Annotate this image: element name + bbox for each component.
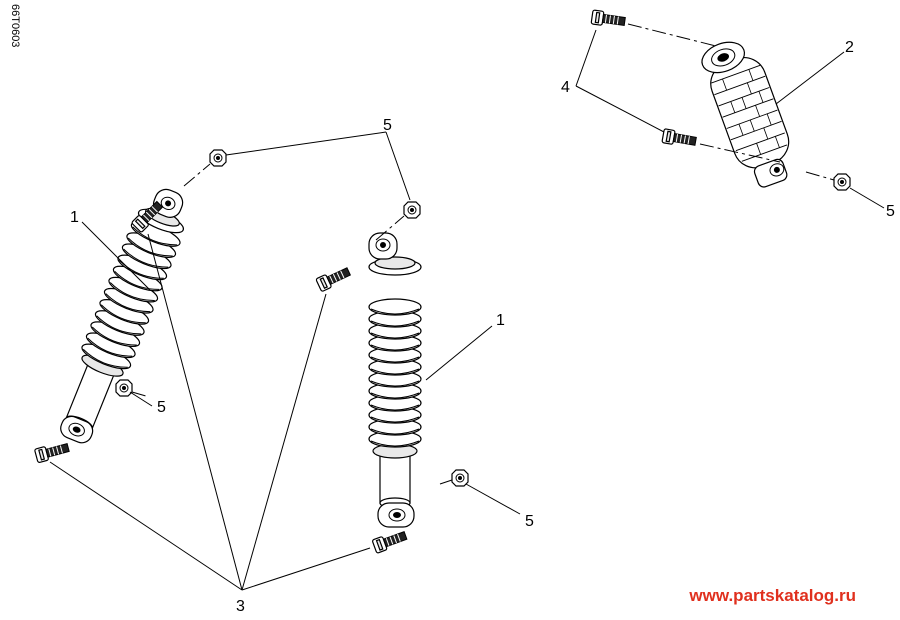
right-coil-shock-absorber (368, 232, 422, 528)
callout-1-middle: 1 (496, 312, 505, 329)
nut-5-middle-lower (451, 469, 469, 487)
watermark: www.partskatalog.ru (689, 586, 856, 605)
callout-5-left-lower: 5 (157, 399, 166, 416)
rear-shock-absorber (701, 41, 790, 188)
nut-5-rear (833, 173, 851, 191)
callout-5-top: 5 (383, 117, 392, 134)
bolt-4-lower (661, 128, 698, 149)
drawing-id: 66T0603 (9, 4, 21, 47)
bolt-3-middle-upper (315, 264, 353, 293)
callout-4: 4 (561, 79, 570, 96)
assembly-lines (131, 23, 835, 485)
leader-lines (49, 29, 885, 591)
bolt-4-upper (590, 9, 627, 30)
nut-5-left-upper (209, 149, 227, 167)
callout-3: 3 (236, 598, 245, 615)
callout-5-middle-lower: 5 (525, 513, 534, 530)
callout-2: 2 (845, 39, 854, 56)
callout-1-left: 1 (70, 209, 79, 226)
bolt-3-left-lower (33, 440, 71, 464)
callout-5-rear: 5 (886, 203, 895, 220)
nut-5-left-lower (115, 379, 133, 397)
nut-5-middle-upper (403, 201, 421, 219)
bolt-3-middle-lower (371, 528, 409, 554)
